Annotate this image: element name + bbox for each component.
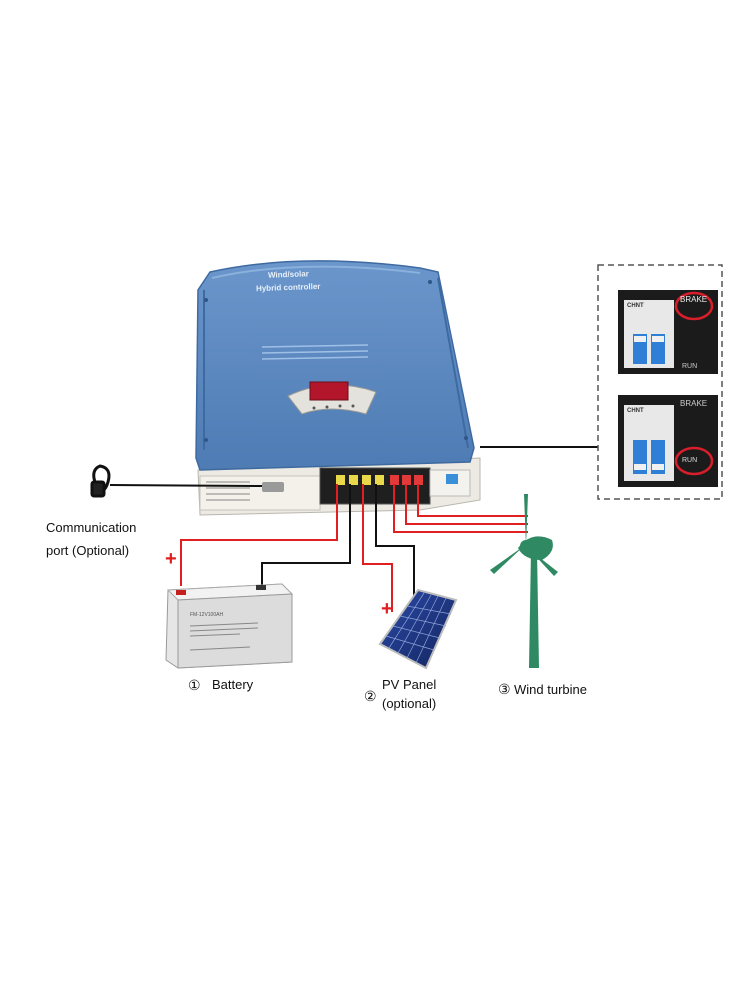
run-label-top: RUN — [682, 363, 698, 370]
wind-wire-2 — [405, 484, 528, 525]
brake-label-bottom: BRAKE — [680, 399, 708, 408]
wires — [109, 446, 598, 612]
breaker-detail-box — [597, 264, 723, 500]
wind-number: ③ — [498, 681, 511, 697]
brake-label-top: BRAKE — [680, 295, 708, 304]
pv-label-line1: PV Panel — [382, 677, 437, 692]
pv-label-line2: (optional) — [382, 696, 437, 711]
comm-cable — [109, 484, 263, 487]
battery-plus-sign: + — [165, 548, 177, 570]
wind-turbine-label: Wind turbine — [514, 682, 587, 697]
comm-port-label-line2: port (Optional) — [46, 543, 130, 558]
brake-highlight — [674, 291, 714, 321]
controller-unit — [195, 260, 481, 516]
comm-port-label-line1: Communication — [46, 520, 137, 535]
wind-wire-3 — [417, 484, 528, 517]
pv-panel-image — [378, 588, 458, 670]
run-label-bottom: RUN — [682, 457, 698, 464]
battery-positive-wire — [180, 484, 338, 586]
pv-number: ② — [364, 688, 377, 704]
comm-port-socket — [262, 482, 284, 492]
wind-turbine-icon — [490, 494, 558, 668]
pv-positive-wire — [362, 484, 393, 612]
pv-negative-wire — [375, 484, 415, 596]
run-highlight — [674, 446, 714, 476]
battery-image — [165, 583, 294, 669]
battery-negative-wire — [261, 484, 351, 592]
controller-title-line1: Wind/solar — [267, 269, 309, 280]
pv-plus-sign: + — [381, 598, 393, 620]
wind-wire-1 — [393, 484, 528, 533]
battery-model-text: FM-12V100AH — [190, 612, 224, 618]
battery-label: Battery — [212, 677, 254, 692]
controller-lid — [195, 260, 475, 471]
lcd-display — [309, 381, 349, 401]
lid-stripes — [261, 344, 369, 360]
breaker-brand-top: CHNT — [627, 303, 644, 309]
breaker-switch-on-unit — [446, 474, 458, 484]
battery-number: ① — [188, 677, 201, 693]
breaker-brand-bottom: CHNT — [627, 408, 644, 414]
comm-plug-icon — [90, 464, 111, 498]
